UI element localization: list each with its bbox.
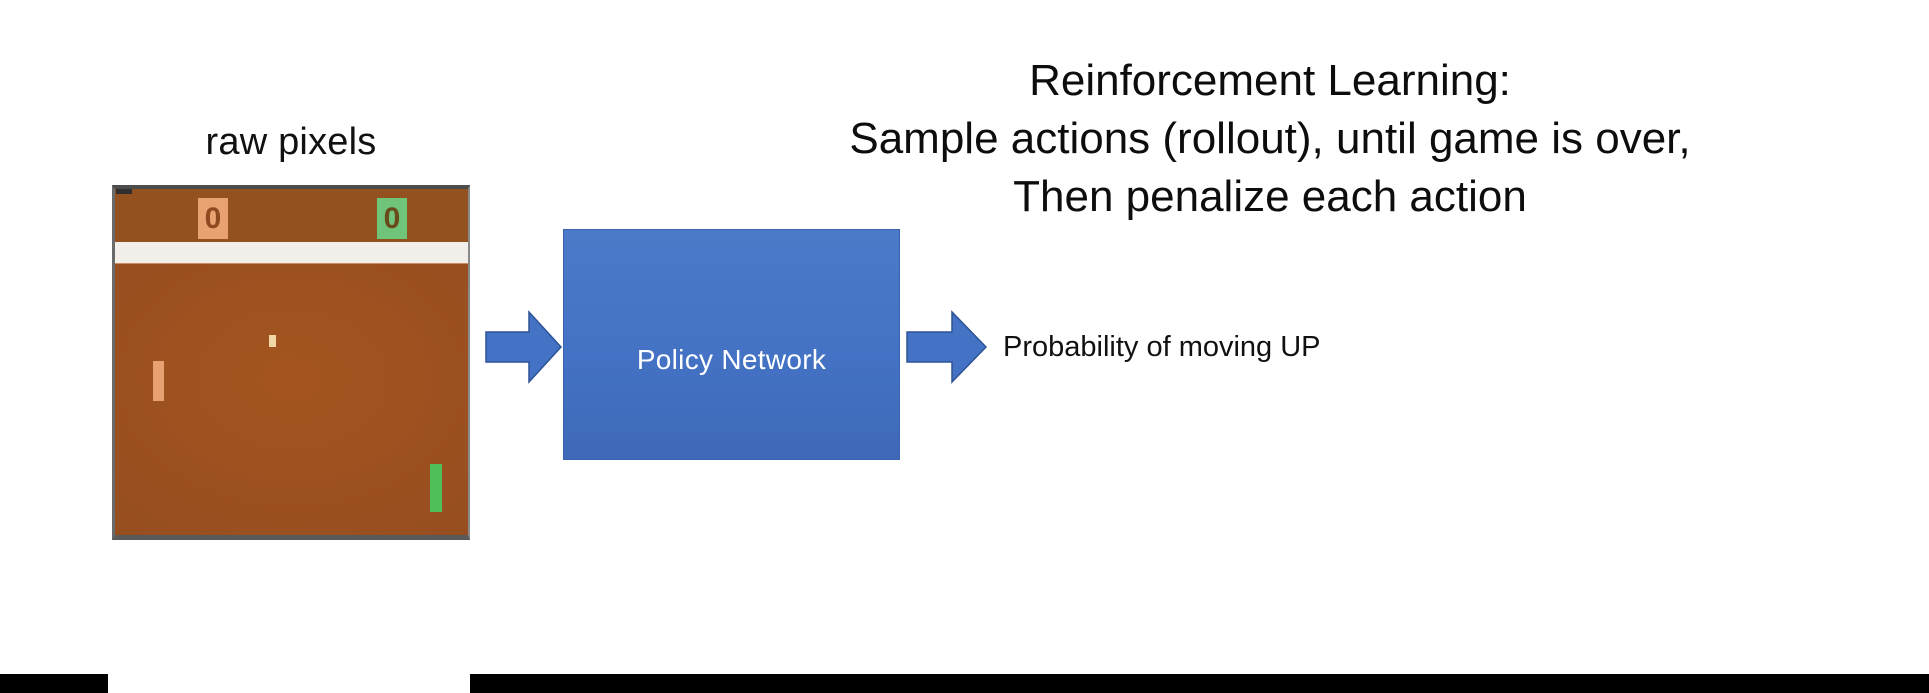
arrow-right-icon xyxy=(906,310,988,384)
policy-network-label: Policy Network xyxy=(636,343,827,375)
policy-network-box[interactable]: Policy Network xyxy=(563,229,900,460)
output-probability-label: Probability of moving UP xyxy=(1003,331,1321,363)
corner-tick-icon xyxy=(116,189,132,194)
pong-score-band xyxy=(115,189,468,242)
arrow-right-icon xyxy=(485,310,563,384)
headline-line-3: Then penalize each action xyxy=(1013,172,1527,221)
pong-score-right: 0 xyxy=(377,198,407,239)
footer-bar-right xyxy=(470,674,1929,693)
headline-line-2: Sample actions (rollout), until game is … xyxy=(849,114,1691,163)
slide-headline: Reinforcement Learning: Sample actions (… xyxy=(620,52,1920,226)
pong-ball xyxy=(269,335,276,347)
headline-line-1: Reinforcement Learning: xyxy=(1029,56,1511,105)
footer-bar-left xyxy=(0,674,108,693)
pong-paddle-left xyxy=(153,361,164,401)
pong-paddle-right xyxy=(430,464,442,512)
pong-divider-bar xyxy=(115,242,468,263)
pong-score-left: 0 xyxy=(198,198,228,239)
pong-game-screenshot: 0 0 xyxy=(112,185,470,540)
raw-pixels-caption: raw pixels xyxy=(205,121,377,163)
